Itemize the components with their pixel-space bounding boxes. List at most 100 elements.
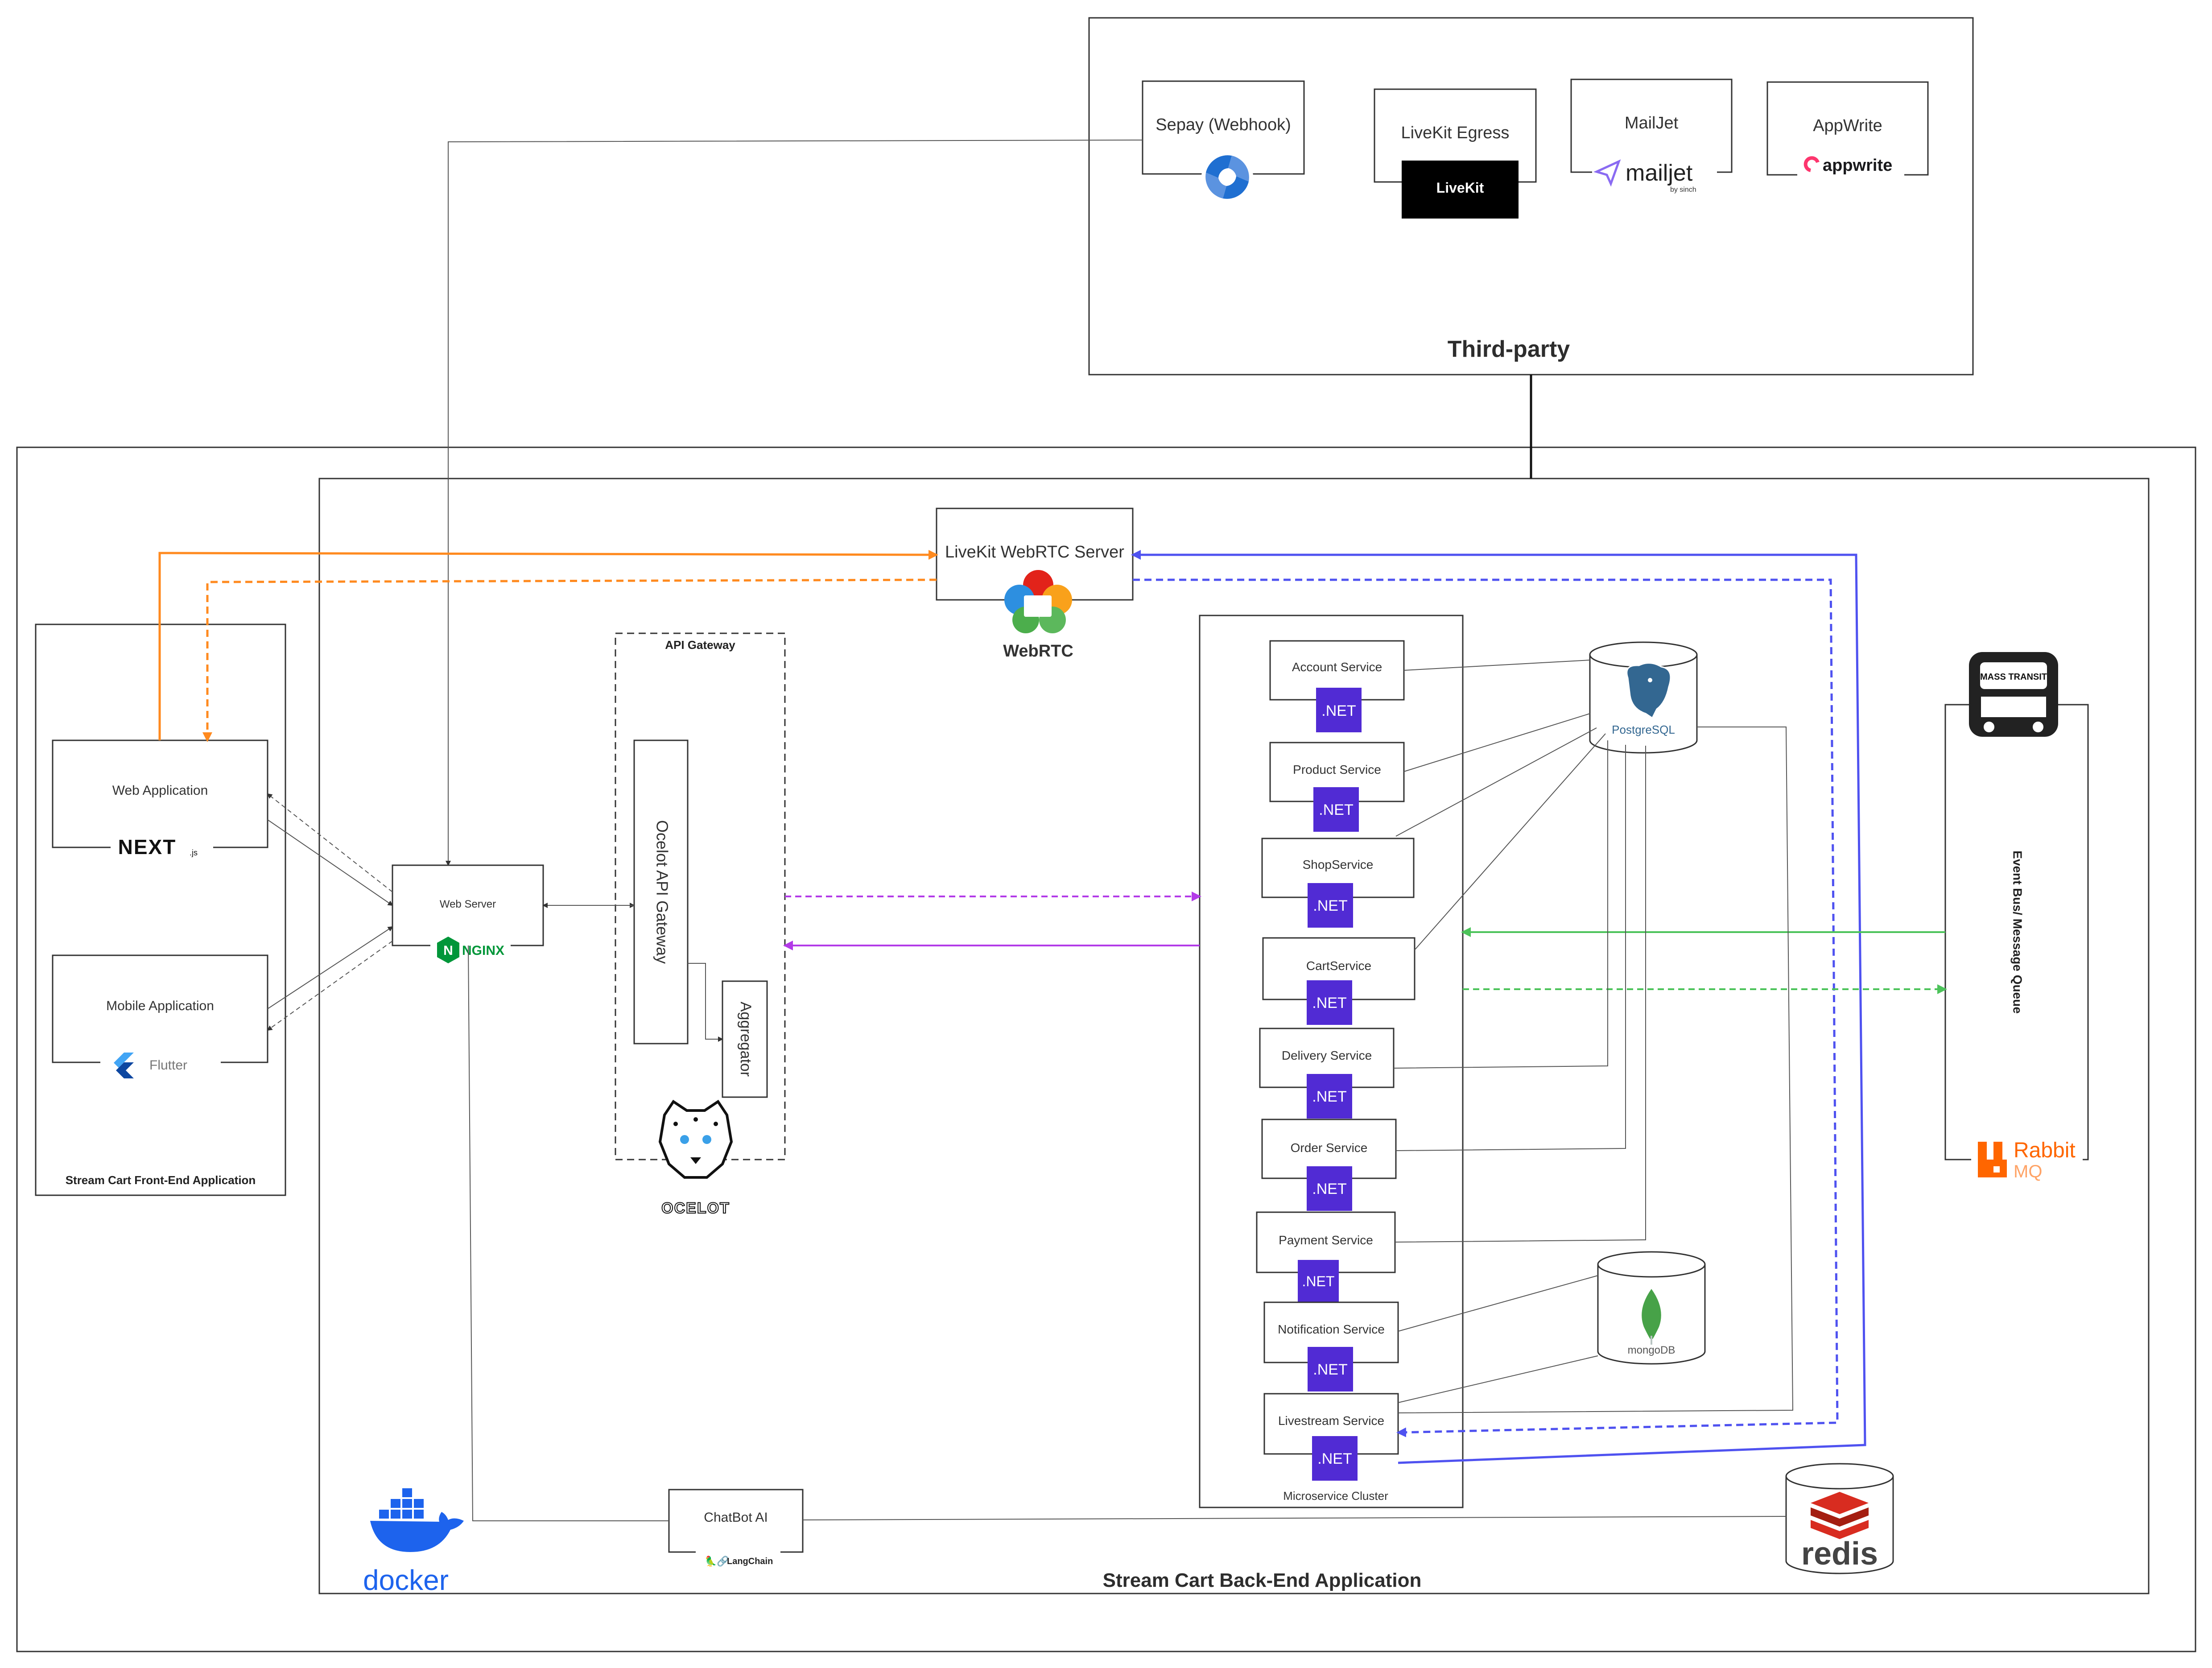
chatbot-to-redis	[802, 1516, 1787, 1520]
service-shop[interactable]: ShopService .NET	[1261, 838, 1415, 928]
svg-text:mongoDB: mongoDB	[1628, 1344, 1676, 1356]
frontend-title: Stream Cart Front-End Application	[66, 1173, 256, 1187]
web-server-node[interactable]: Web Server N NGINX	[392, 864, 544, 968]
webapp-to-livekit	[158, 549, 938, 740]
svg-text:Rabbit: Rabbit	[2014, 1139, 2076, 1162]
dotnet-icon	[1298, 1260, 1339, 1302]
dotnet-icon	[1307, 1074, 1352, 1119]
web-application-label: Web Application	[112, 783, 208, 798]
svg-text:.NET: .NET	[1312, 995, 1346, 1012]
postgres-connectors	[1393, 660, 1794, 1413]
service-cart-label: CartService	[1306, 959, 1371, 973]
livekit-to-webapp	[202, 578, 937, 742]
web-application-node[interactable]: Web Application NEXT .js	[52, 739, 268, 861]
webapp-to-webserver	[267, 819, 393, 906]
sepay-node[interactable]: Sepay (Webhook)	[1142, 80, 1305, 203]
mongodb-connectors	[1398, 1275, 1598, 1403]
livestream-to-livekit	[1131, 550, 1866, 1464]
service-notification-label: Notification Service	[1278, 1322, 1385, 1336]
service-delivery[interactable]: Delivery Service .NET	[1259, 1028, 1395, 1119]
api-gateway-title: API Gateway	[665, 638, 735, 652]
service-account[interactable]: Account Service .NET	[1269, 640, 1405, 732]
aggregator-label: Aggregator	[737, 1002, 754, 1077]
postgresql-icon: PostgreSQL	[1612, 662, 1675, 736]
dotnet-icon	[1307, 1166, 1352, 1211]
nginx-icon: N NGINX	[430, 934, 511, 968]
service-payment-label: Payment Service	[1279, 1233, 1373, 1247]
svg-text:.NET: .NET	[1312, 1181, 1346, 1197]
svg-text:Flutter: Flutter	[149, 1058, 187, 1073]
postgresql-database[interactable]: PostgreSQL	[1589, 641, 1698, 754]
chatbot-ai-label: ChatBot AI	[704, 1510, 768, 1525]
docker-icon: docker	[363, 1488, 464, 1596]
dotnet-icon	[1308, 883, 1353, 928]
ocelot-api-gateway-node[interactable]: Ocelot API Gateway	[633, 739, 689, 1045]
mongodb-icon: mongoDB	[1628, 1289, 1676, 1356]
service-shop-label: ShopService	[1303, 858, 1374, 871]
dotnet-icon	[1307, 980, 1352, 1025]
backend-title: Stream Cart Back-End Application	[1103, 1569, 1422, 1591]
livekit-icon: LiveKit	[1402, 161, 1519, 219]
webserver-to-webapp	[267, 793, 393, 892]
svg-text:appwrite: appwrite	[1823, 156, 1892, 175]
service-notification[interactable]: Notification Service .NET	[1263, 1301, 1399, 1391]
svg-text:.NET: .NET	[1312, 1088, 1346, 1105]
svg-text:redis: redis	[1801, 1536, 1878, 1572]
mobile-application-node[interactable]: Mobile Application Flutter	[52, 954, 268, 1079]
dotnet-icon	[1312, 1436, 1358, 1481]
mobile-application-label: Mobile Application	[106, 999, 214, 1013]
nextjs-icon: NEXT .js	[111, 834, 213, 861]
service-order[interactable]: Order Service .NET	[1261, 1119, 1397, 1211]
aggregator-node[interactable]: Aggregator	[722, 980, 768, 1098]
event-bus-label: Event Bus/ Message Queue	[2011, 851, 2025, 1014]
svg-text:MASS TRANSIT: MASS TRANSIT	[1980, 672, 2047, 682]
mailjet-node[interactable]: MailJet mailjet by sinch	[1570, 78, 1733, 195]
svg-text:MQ: MQ	[2014, 1162, 2042, 1181]
svg-text:OCELOT: OCELOT	[661, 1200, 730, 1217]
event-bus-node[interactable]: Event Bus/ Message Queue	[1944, 704, 2089, 1160]
appwrite-label: AppWrite	[1813, 116, 1882, 135]
svg-text:mailjet: mailjet	[1626, 160, 1693, 186]
service-account-label: Account Service	[1292, 660, 1382, 674]
service-payment[interactable]: Payment Service .NET	[1256, 1211, 1396, 1302]
flutter-icon: Flutter	[100, 1044, 221, 1079]
chatbot-ai-node[interactable]: ChatBot AI 🦜🔗 LangChain	[668, 1489, 804, 1570]
web-server-label: Web Server	[440, 898, 496, 910]
service-livestream[interactable]: Livestream Service .NET	[1263, 1393, 1399, 1481]
dotnet-icon	[1308, 1347, 1353, 1391]
webserver-to-mobile	[267, 941, 393, 1031]
gateway-to-aggregator	[688, 963, 723, 1042]
livekit-to-livestream	[1133, 578, 1839, 1437]
livekit-egress-node[interactable]: LiveKit Egress LiveKit	[1374, 88, 1537, 219]
svg-text:.js: .js	[190, 848, 198, 857]
service-product-label: Product Service	[1293, 763, 1381, 776]
mailjet-label: MailJet	[1625, 114, 1679, 132]
ocelot-api-gateway-label: Ocelot API Gateway	[653, 820, 671, 964]
redis-database[interactable]: redis	[1785, 1463, 1894, 1574]
service-cart[interactable]: CartService .NET	[1262, 937, 1416, 1025]
mobile-to-webserver	[267, 926, 393, 1009]
svg-text:.NET: .NET	[1313, 897, 1347, 914]
svg-text:WebRTC: WebRTC	[1003, 642, 1073, 661]
service-product[interactable]: Product Service .NET	[1269, 742, 1405, 832]
svg-text:PostgreSQL: PostgreSQL	[1612, 723, 1675, 736]
sepay-to-webserver-connector	[446, 140, 1143, 866]
redis-icon: redis	[1801, 1492, 1878, 1572]
livekit-egress-label: LiveKit Egress	[1401, 124, 1510, 142]
svg-text:🦜🔗: 🦜🔗	[705, 1555, 729, 1567]
svg-text:by sinch: by sinch	[1670, 186, 1696, 194]
svg-text:NEXT: NEXT	[118, 835, 177, 859]
backend-container	[318, 478, 2150, 1594]
svg-text:NGINX: NGINX	[462, 943, 504, 958]
svg-text:.NET: .NET	[1313, 1361, 1347, 1378]
svg-text:LangChain: LangChain	[727, 1557, 773, 1566]
system-outer-boundary	[16, 446, 2196, 1652]
service-delivery-label: Delivery Service	[1282, 1049, 1372, 1062]
svg-text:docker: docker	[363, 1564, 449, 1596]
appwrite-icon: appwrite	[1797, 154, 1904, 176]
appwrite-node[interactable]: AppWrite appwrite	[1766, 81, 1929, 176]
mongodb-database[interactable]: mongoDB	[1597, 1251, 1706, 1365]
svg-text:.NET: .NET	[1302, 1273, 1335, 1289]
mailjet-icon: mailjet by sinch	[1592, 155, 1717, 195]
